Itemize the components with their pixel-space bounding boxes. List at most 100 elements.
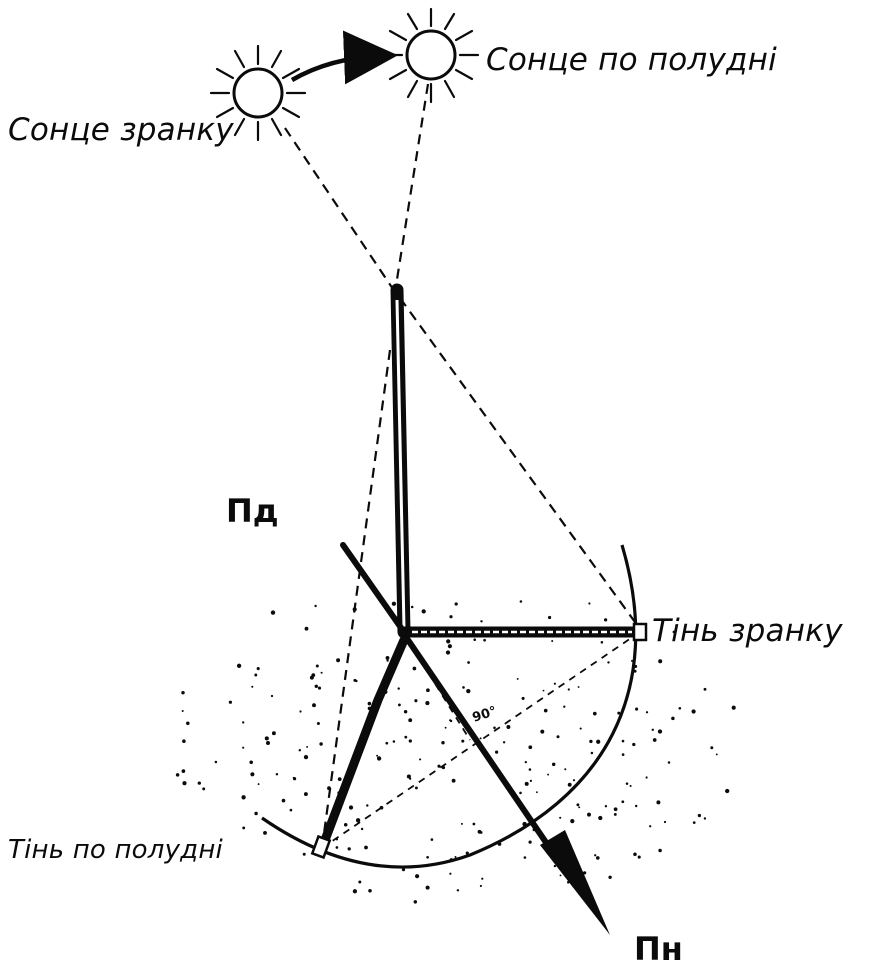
speckle-dot [568,688,570,690]
speckle-dot [377,756,381,760]
speckle-dot [422,609,426,613]
speckle-dot [386,656,390,660]
speckle-dot [321,672,323,674]
speckle-dot [543,690,545,692]
speckle-dot [310,676,314,680]
noon-shadow-line [312,640,404,858]
speckle-dot [318,687,321,690]
speckle-dot [385,742,388,745]
speckle-dot [630,785,632,787]
label-sun-morning: Сонце зранку [8,112,234,148]
speckle-dot [632,743,635,746]
speckle-dot [658,849,662,853]
speckle-dot [563,706,565,708]
speckle-dot [426,688,430,692]
speckle-dot [578,806,580,808]
speckle-dot [449,719,451,721]
gnomon-stick [397,290,404,632]
speckle-dot [633,853,637,857]
speckle-dot [282,799,286,803]
speckle-dot [725,789,729,793]
speckle-dot [448,644,452,648]
speckle-dot [552,763,555,766]
speckle-dot [570,819,574,823]
speckle-dot [604,618,607,621]
sun-noon-icon [384,9,478,102]
speckle-dot [587,813,591,817]
speckle-dot [276,773,278,775]
speckle-dot [614,813,617,816]
label-direction-west: Пд [226,492,279,530]
speckle-dot [299,710,301,712]
speckle-dot [305,627,309,631]
speckle-dot [528,840,531,843]
speckle-dot [353,889,357,893]
speckle-dot [409,739,412,742]
speckle-dot [215,761,218,764]
speckle-dot [258,783,260,785]
sun-disc-morning [234,69,282,117]
speckle-dot [271,695,273,697]
speckle-dot [446,650,450,654]
speckle-dot [596,740,600,744]
speckle-dot [198,781,201,784]
speckle-dot [316,665,319,668]
speckle-dot [426,856,429,859]
speckle-dot [242,747,244,749]
speckle-dot [202,787,205,790]
speckle-dot [622,753,625,756]
speckle-dot [366,804,368,806]
speckle-dot [336,658,340,662]
speckle-dot [525,782,529,786]
speckle-dot [732,706,736,710]
label-shadow-noon: Тінь по полудні [8,835,224,865]
speckle-dot [349,805,353,809]
speckle-dot [483,639,486,642]
speckle-dot [314,605,316,607]
speckle-dot [265,736,269,740]
speckle-dot [353,679,356,682]
speckle-dot [241,795,245,799]
speckle-dot [593,712,597,716]
speckle-dot [517,678,519,680]
speckle-dot [419,758,421,760]
ray-morning-to-gnomon [285,128,395,292]
speckle-dot [461,823,463,825]
speckle-dot [589,740,592,743]
speckle-dot [254,674,257,677]
speckle-dot [658,659,662,663]
speckle-dot [364,846,368,850]
speckle-dot [272,731,276,735]
speckle-dot [182,769,186,773]
speckle-dot [186,722,190,726]
speckle-dot [398,703,401,706]
speckle-dot [554,865,556,867]
speckle-dot [656,800,660,804]
speckle-dot [664,821,666,823]
speckle-dot [467,661,470,664]
speckle-dot [607,661,609,663]
speckle-dot [249,761,253,765]
speckle-dot [480,737,482,739]
speckle-dot [462,686,465,689]
speckle-dot [361,828,363,830]
speckle-dot [431,838,434,841]
speckle-dot [338,777,342,781]
speckle-dot [344,823,348,827]
speckle-dot [408,718,412,722]
speckle-dot [564,768,566,770]
speckle-dot [588,602,590,604]
chord-noon-to-morning [322,632,640,848]
speckle-dot [271,610,275,614]
speckle-dot [392,602,396,606]
speckle-dot [358,881,361,884]
speckle-dot [652,729,654,731]
speckle-dot [658,729,662,733]
speckle-dot [704,817,706,819]
speckle-dot [181,691,184,694]
speckle-dot [404,710,407,713]
speckle-dot [704,688,707,691]
speckle-dot [376,755,378,757]
speckle-dot [678,707,681,710]
